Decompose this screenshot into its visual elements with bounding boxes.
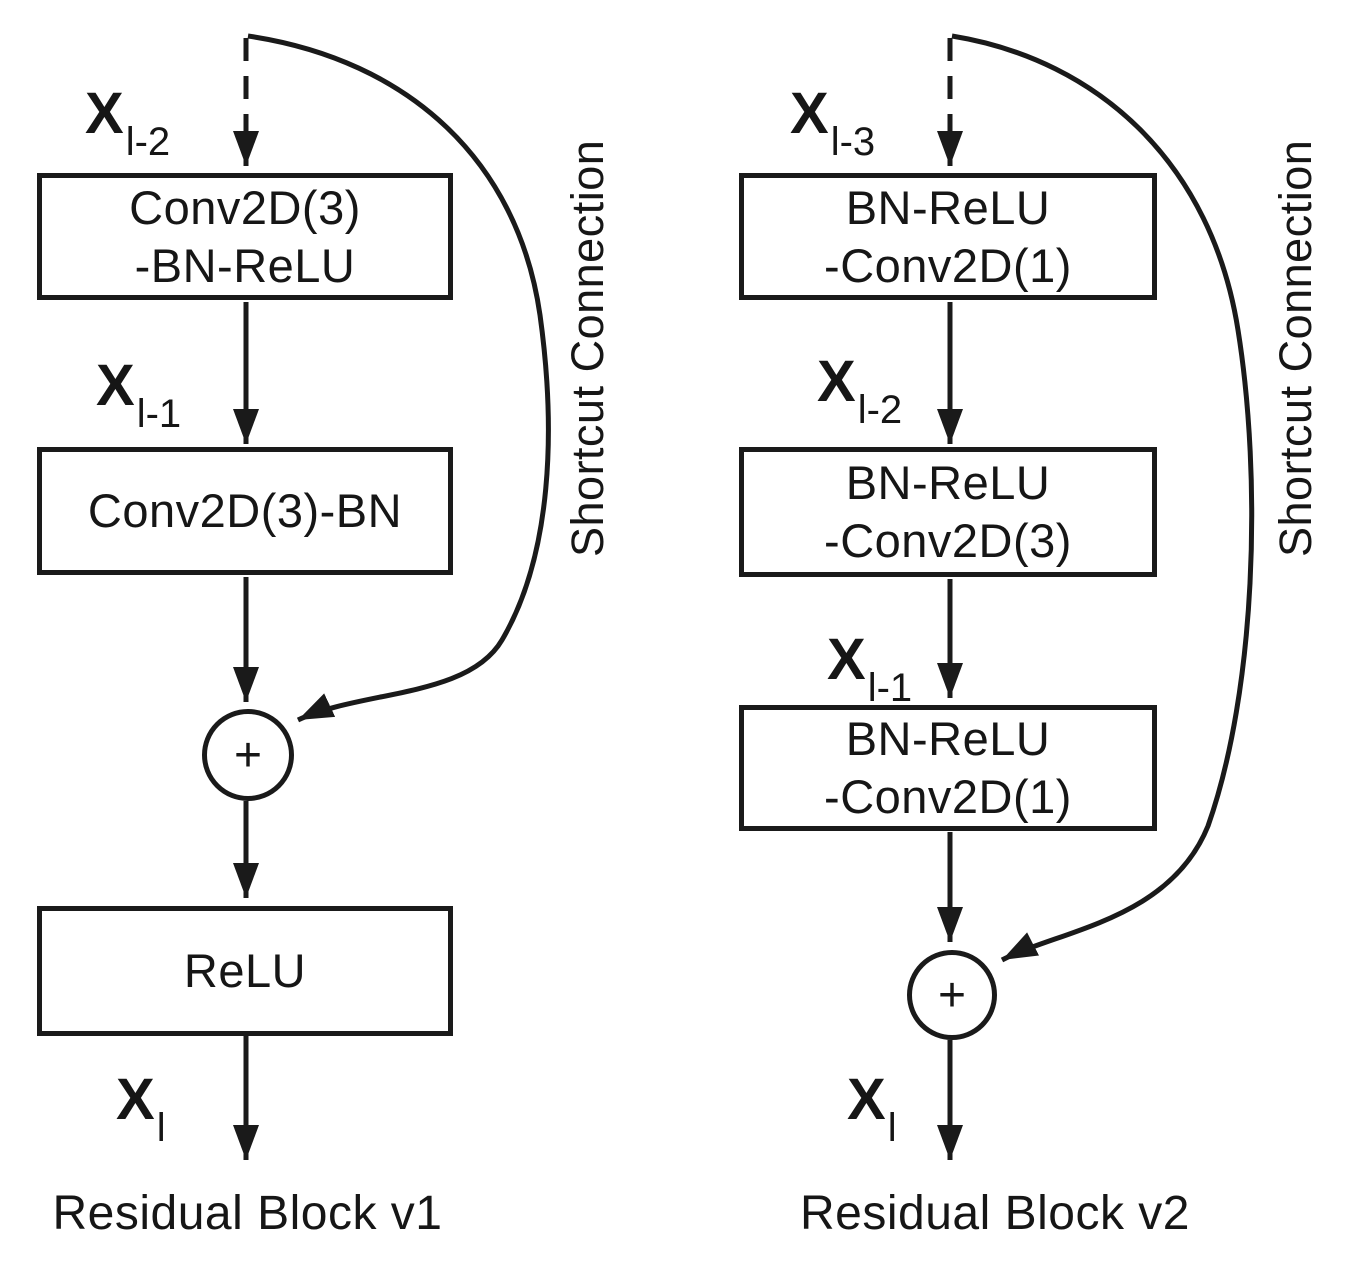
v2-box1-line2: -Conv2D(1)	[824, 238, 1072, 292]
v2-box-bn-relu-conv2d1-b: BN-ReLU -Conv2D(1)	[739, 705, 1157, 831]
v2-mid-label-2-subscript: l-1	[867, 666, 913, 710]
v2-mid-label-1: Xl-2	[817, 348, 902, 432]
v1-mid-label-base: X	[96, 353, 135, 418]
v1-output-label-subscript: l	[156, 1106, 166, 1150]
v2-box-bn-relu-conv2d3: BN-ReLU -Conv2D(3)	[739, 447, 1157, 577]
v1-box2-line1: Conv2D(3)-BN	[87, 484, 403, 538]
v2-output-label-subscript: l	[887, 1106, 897, 1150]
v1-box1-line1: Conv2D(3)	[129, 180, 361, 234]
v1-caption: Residual Block v1	[52, 1187, 443, 1240]
v2-box2-line2: -Conv2D(3)	[824, 514, 1072, 567]
v2-box3-line2: -Conv2D(1)	[824, 770, 1072, 823]
v2-add-node: +	[907, 950, 997, 1040]
v2-output-label: Xl	[847, 1066, 897, 1150]
v2-shortcut-curve	[951, 33, 1255, 963]
v1-box-conv2d3-bn: Conv2D(3)-BN	[37, 447, 453, 575]
v2-box2-line1: BN-ReLU	[845, 456, 1051, 510]
v2-input-label-base: X	[790, 81, 829, 146]
v2-mid-label-1-subscript: l-2	[857, 388, 903, 432]
v2-mid-label-2: Xl-1	[827, 626, 912, 710]
v1-shortcut-connection-label: Shortcut Connection	[562, 139, 613, 557]
v1-shortcut-curve	[247, 33, 551, 723]
v2-output-label-base: X	[847, 1067, 886, 1132]
v1-mid-label: Xl-1	[96, 352, 181, 436]
v2-input-label: Xl-3	[790, 80, 875, 164]
v2-mid-label-1-base: X	[817, 349, 856, 414]
v1-box3-line1: ReLU	[183, 944, 307, 998]
v1-input-label: Xl-2	[85, 80, 170, 164]
v1-input-label-subscript: l-2	[125, 120, 171, 164]
v1-output-label-base: X	[116, 1067, 155, 1132]
v1-plus-sign: +	[233, 728, 263, 782]
v1-output-label: Xl	[116, 1066, 166, 1150]
v2-box1-line1: BN-ReLU	[845, 180, 1051, 234]
v2-box-bn-relu-conv2d1-a: BN-ReLU -Conv2D(1)	[739, 173, 1157, 300]
v2-caption: Residual Block v2	[799, 1187, 1190, 1240]
v2-shortcut-connection-label: Shortcut Connection	[1270, 139, 1321, 557]
v1-box-conv2d3-bn-relu: Conv2D(3) -BN-ReLU	[37, 173, 453, 300]
v1-box1-line2: -BN-ReLU	[134, 238, 356, 292]
v2-input-label-subscript: l-3	[830, 120, 876, 164]
v1-add-node: +	[202, 709, 294, 801]
v2-plus-sign: +	[937, 968, 967, 1022]
v1-input-label-base: X	[85, 81, 124, 146]
v2-mid-label-2-base: X	[827, 627, 866, 692]
v2-box3-line1: BN-ReLU	[845, 712, 1051, 766]
v1-mid-label-subscript: l-1	[136, 392, 182, 436]
v1-box-relu: ReLU	[37, 906, 453, 1036]
